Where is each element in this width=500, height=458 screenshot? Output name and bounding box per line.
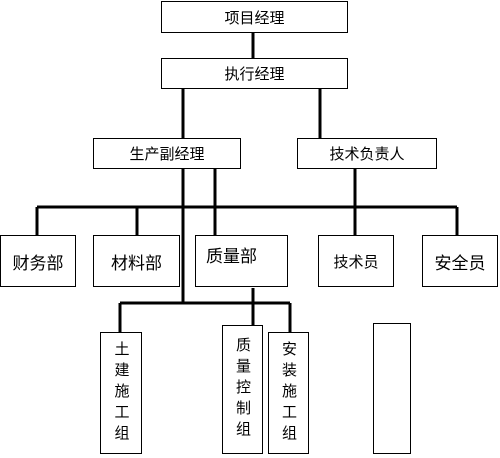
finance-dept-label: 财务部: [12, 253, 64, 274]
quality-dept-label: 质量部: [206, 247, 257, 267]
executive-manager-label: 执行经理: [224, 65, 285, 83]
civil-construction-team-label: 土建施工组: [112, 340, 131, 446]
materials-dept-label: 材料部: [111, 253, 162, 274]
quality-control-team-box: 质量控制组: [222, 325, 263, 454]
unlabeled-team-box: [373, 323, 411, 454]
safety-officer-box: 安全员: [422, 235, 498, 287]
technician-label: 技术员: [333, 252, 379, 271]
executive-manager-box: 执行经理: [161, 58, 348, 89]
production-deputy-label: 生产副经理: [129, 145, 205, 163]
technician-box: 技术员: [318, 235, 394, 287]
production-deputy-box: 生产副经理: [93, 138, 241, 169]
quality-control-team-label: 质量控制组: [234, 337, 252, 442]
project-manager-label: 项目经理: [224, 8, 285, 27]
installation-construction-team-box: 安装施工组: [268, 332, 309, 454]
installation-construction-team-label: 安装施工组: [280, 340, 298, 446]
technical-head-label: 技术负责人: [329, 145, 405, 163]
finance-dept-box: 财务部: [0, 235, 76, 287]
materials-dept-box: 材料部: [93, 235, 180, 287]
civil-construction-team-box: 土建施工组: [100, 332, 142, 454]
quality-dept-box: 质量部: [195, 235, 288, 287]
technical-head-box: 技术负责人: [297, 138, 437, 169]
safety-officer-label: 安全员: [434, 253, 486, 274]
project-manager-box: 项目经理: [161, 1, 348, 33]
